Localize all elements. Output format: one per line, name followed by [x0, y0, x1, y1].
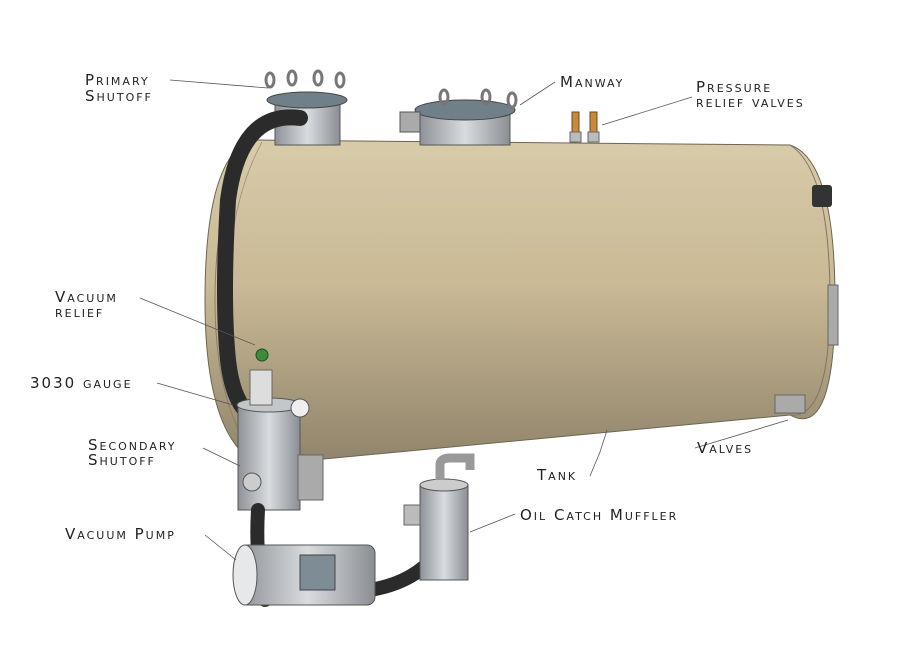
vacuum-hose	[217, 109, 308, 418]
label-secondary-shutoff-2: Shutoff	[88, 451, 156, 469]
vacuum-pump	[232, 544, 376, 606]
label-tank: Tank	[536, 466, 577, 484]
label-vacuum-pump: Vacuum Pump	[65, 525, 176, 543]
label-manway: Manway	[560, 73, 624, 91]
label-gauge: 3030 gauge	[30, 374, 133, 392]
label-vacuum-relief-1: Vacuum	[55, 288, 118, 306]
label-pressure-relief-1: Pressure	[696, 78, 772, 96]
oil-catch-muffler	[403, 453, 475, 581]
leader-lines	[139, 79, 789, 561]
valves	[774, 185, 839, 414]
label-oil-catch-muffler: Oil Catch Muffler	[520, 506, 678, 524]
label-valves: Valves	[697, 439, 753, 457]
label-primary-shutoff-2: Shutoff	[85, 87, 153, 105]
gauge-icon	[290, 398, 310, 418]
secondary-shutoff	[236, 348, 324, 511]
pressure-relief-valves	[569, 111, 600, 143]
label-pressure-relief-2: relief valves	[696, 93, 805, 111]
primary-shutoff	[264, 69, 348, 146]
label-secondary-shutoff-1: Secondary	[88, 436, 177, 454]
label-primary-shutoff-1: Primary	[85, 71, 150, 89]
manway	[399, 88, 518, 146]
label-vacuum-relief-2: relief	[55, 303, 104, 321]
